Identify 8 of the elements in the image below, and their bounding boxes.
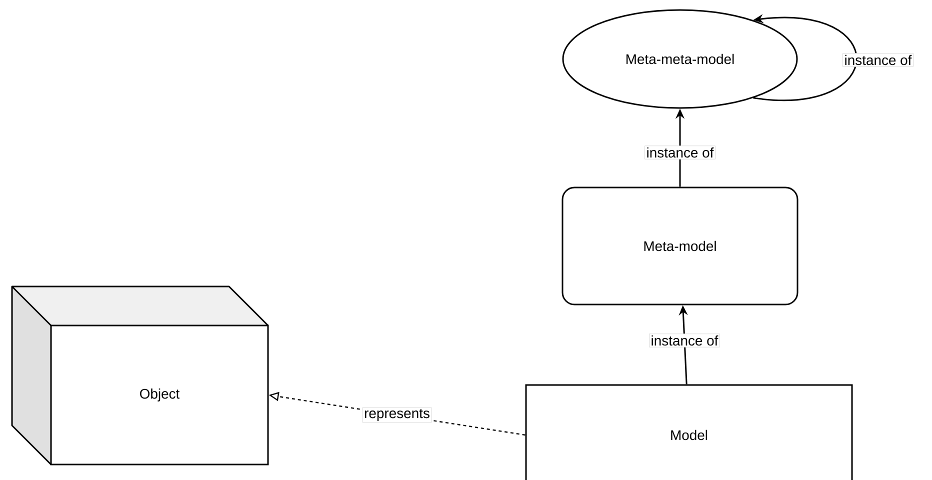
- edge-label: represents: [362, 407, 432, 423]
- process-box: Model: [525, 384, 853, 480]
- edge-label: instance of: [649, 334, 720, 348]
- cube-node: Object: [11, 286, 269, 466]
- edge-label: instance of: [644, 146, 716, 160]
- rounded-box: Meta-model: [562, 186, 798, 306]
- ellipse-node: Meta-meta-model: [562, 9, 798, 109]
- edge-label: instance of: [842, 53, 914, 67]
